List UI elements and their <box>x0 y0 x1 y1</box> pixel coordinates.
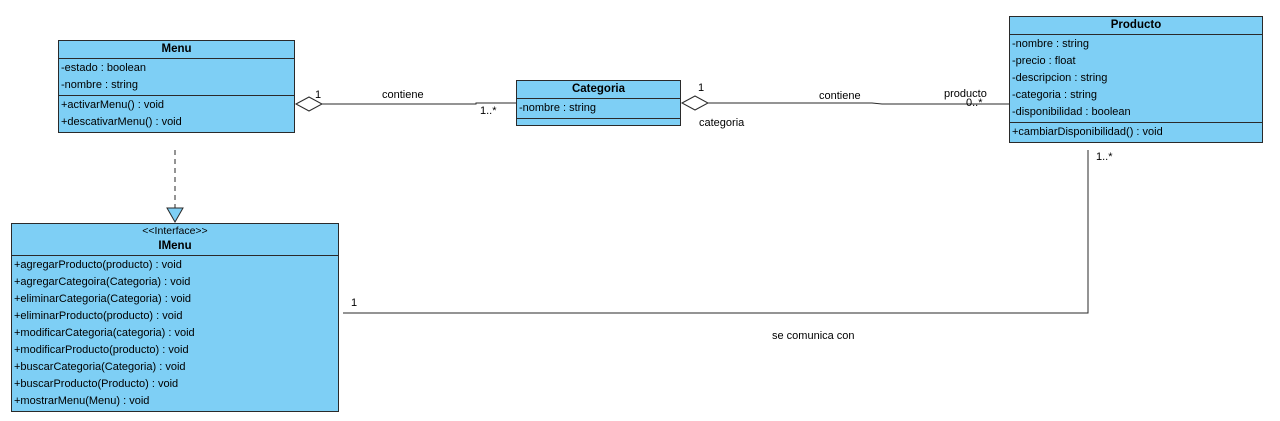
attribute: -nombre : string <box>1012 38 1090 50</box>
operation: +mostrarMenu(Menu) : void <box>14 395 150 407</box>
interface-imenu[interactable]: <<Interface>> IMenu +agregarProducto(pro… <box>11 223 339 412</box>
class-menu-attributes: -estado : boolean -nombre : string <box>59 59 294 95</box>
operation: +agregarProducto(producto) : void <box>14 259 182 271</box>
interface-stereotype: <<Interface>> <box>142 225 208 237</box>
class-menu[interactable]: Menu -estado : boolean -nombre : string … <box>58 40 295 133</box>
menu-aggregation-diamond <box>294 96 324 112</box>
operation: +eliminarProducto(producto) : void <box>14 310 183 322</box>
interface-imenu-name: IMenu <box>158 240 192 252</box>
class-categoria-header: Categoria <box>517 81 680 99</box>
class-producto-name: Producto <box>1110 19 1162 31</box>
categoria-producto-name: contiene <box>819 90 861 102</box>
menu-categoria-line[interactable] <box>322 102 516 105</box>
categoria-producto-mult-target: 0..* <box>966 97 983 109</box>
operation: +buscarProducto(Producto) : void <box>14 378 179 390</box>
imenu-producto-line[interactable] <box>343 150 1089 314</box>
realization-arrowhead <box>166 207 184 224</box>
operation: +agregarCategoira(Categoria) : void <box>14 276 191 288</box>
categoria-producto-role-target: producto <box>944 88 987 100</box>
attribute: -precio : float <box>1012 55 1076 67</box>
categoria-aggregation-diamond <box>680 95 710 111</box>
operation: +descativarMenu() : void <box>61 116 182 128</box>
operation: +modificarProducto(producto) : void <box>14 344 189 356</box>
operation: +modificarCategoria(categoria) : void <box>14 327 195 339</box>
categoria-producto-role-source: categoria <box>699 117 745 129</box>
menu-categoria-name: contiene <box>382 89 424 101</box>
class-menu-header: Menu <box>59 41 294 59</box>
operation: +buscarCategoria(Categoria) : void <box>14 361 186 373</box>
categoria-producto-mult-source: 1 <box>698 82 705 94</box>
interface-imenu-header: <<Interface>> IMenu <box>12 224 338 256</box>
class-categoria[interactable]: Categoria -nombre : string <box>516 80 681 126</box>
imenu-producto-mult-source: 1 <box>351 297 358 309</box>
class-producto-operations: +cambiarDisponibilidad() : void <box>1010 122 1262 142</box>
attribute: -nombre : string <box>61 79 139 91</box>
attribute: -categoria : string <box>1012 89 1097 101</box>
categoria-producto-line[interactable] <box>708 102 1009 105</box>
class-categoria-operations <box>517 118 680 125</box>
operation: +cambiarDisponibilidad() : void <box>1012 126 1163 138</box>
interface-imenu-operations: +agregarProducto(producto) : void +agreg… <box>12 256 338 411</box>
imenu-producto-mult-target: 1..* <box>1096 151 1113 163</box>
imenu-producto-name: se comunica con <box>772 330 855 342</box>
operation: +eliminarCategoria(Categoria) : void <box>14 293 191 305</box>
class-producto[interactable]: Producto -nombre : string -precio : floa… <box>1009 16 1263 143</box>
menu-categoria-mult-source: 1 <box>315 89 322 101</box>
attribute: -disponibilidad : boolean <box>1012 106 1131 118</box>
class-categoria-name: Categoria <box>571 83 626 95</box>
attribute: -nombre : string <box>519 102 597 114</box>
class-menu-name: Menu <box>161 43 192 55</box>
attribute: -descripcion : string <box>1012 72 1108 84</box>
class-menu-operations: +activarMenu() : void +descativarMenu() … <box>59 95 294 132</box>
attribute: -estado : boolean <box>61 62 147 74</box>
class-producto-header: Producto <box>1010 17 1262 35</box>
class-producto-attributes: -nombre : string -precio : float -descri… <box>1010 35 1262 122</box>
menu-categoria-mult-target: 1..* <box>480 105 497 117</box>
class-categoria-attributes: -nombre : string <box>517 99 680 118</box>
operation: +activarMenu() : void <box>61 99 165 111</box>
